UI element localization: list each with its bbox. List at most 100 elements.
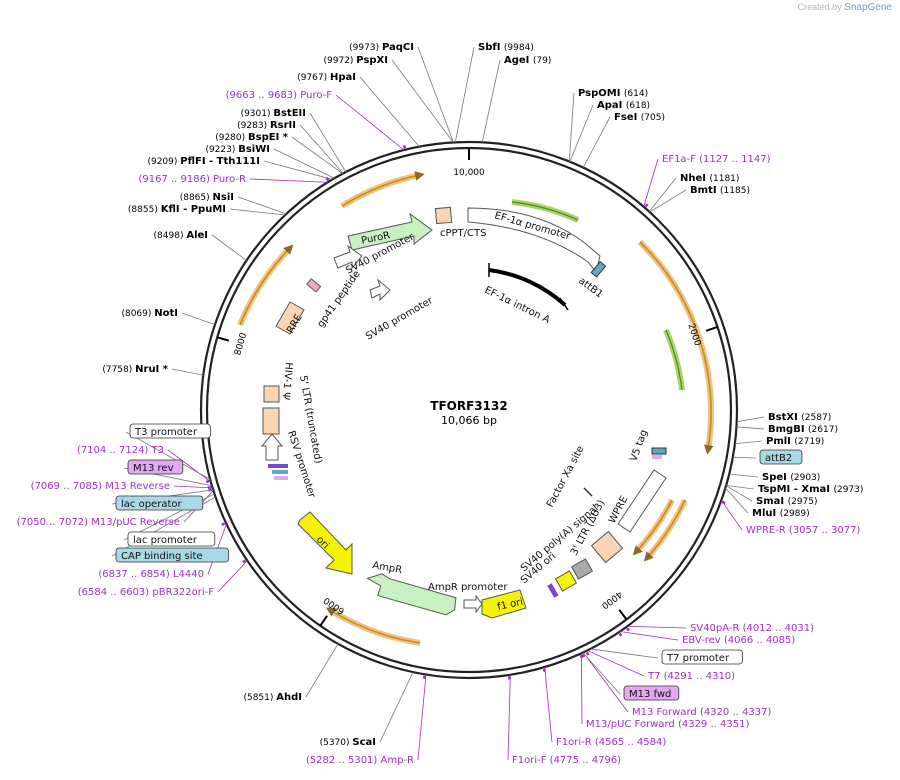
primer-label: M13/pUC Forward (4329 .. 4351) — [586, 719, 749, 730]
feature-label: gp41 peptide — [315, 269, 362, 330]
enzyme-label: ApaI (618) — [597, 100, 650, 111]
tick-mark — [319, 615, 328, 627]
enzyme-leader — [305, 643, 339, 698]
feature-shapes — [260, 206, 667, 619]
enzyme-leader — [309, 112, 347, 173]
primer-label: WPRE-R (3057 .. 3077) — [746, 525, 860, 536]
boxed-label: T3 promoter — [134, 427, 198, 438]
boxed-label: attB2 — [765, 453, 792, 464]
enzyme-leader — [726, 484, 755, 490]
enzyme-leader — [569, 104, 594, 162]
boxed-label-frame — [661, 649, 743, 665]
feature-label: V5 tag — [628, 428, 650, 463]
enzyme-label: (9973) PaqCI — [349, 42, 414, 53]
boxed-label: CAP binding site — [121, 551, 203, 562]
feature-label: AmpR promoter — [428, 582, 508, 593]
enzyme-leader — [379, 671, 414, 743]
primer-label: F1ori-F (4775 .. 4796) — [512, 755, 621, 766]
primer-binding-mark — [618, 632, 623, 637]
enzyme-leader — [273, 148, 335, 179]
primer-leader — [173, 485, 213, 489]
primer-leader — [643, 158, 659, 207]
primer-leader — [544, 667, 553, 743]
enzyme-label: (5851) AhdI — [243, 692, 302, 703]
primer-binding-mark — [242, 559, 247, 564]
enzyme-label: (8498) AleI — [154, 230, 208, 241]
enzyme-leader — [725, 487, 749, 514]
primer-label: F1ori-R (4565 .. 4584) — [556, 737, 666, 748]
enzyme-leader — [734, 440, 763, 445]
enzyme-label: (9209) PflFI - Tth111I — [147, 156, 260, 167]
primer-label: (6584 .. 6603) pBR322ori-F — [78, 587, 214, 598]
enzyme-leader — [229, 208, 286, 216]
boxed-label-frame — [127, 531, 216, 547]
boxed-label-frame — [115, 495, 204, 511]
primer-leader — [580, 653, 583, 725]
primer-binding-mark — [205, 479, 210, 484]
boxed-label: M13 fwd — [629, 689, 671, 700]
enzyme-leader — [649, 189, 687, 213]
snapgene-credit: Created by SnapGene — [798, 2, 892, 13]
enzyme-leader — [568, 92, 575, 162]
enzyme-leader — [736, 426, 765, 430]
primer-leader — [627, 625, 687, 629]
boxed-label: M13 rev — [133, 463, 174, 474]
feature-label: HIV-1 Ψ — [280, 362, 294, 401]
feature-label: cPPT/CTS — [440, 228, 486, 239]
enzyme-leader — [171, 368, 204, 376]
primer-leader — [619, 631, 679, 641]
enzyme-leader — [263, 160, 333, 180]
primer-leader — [507, 674, 511, 761]
primer-label: T7 (4291 .. 4310) — [647, 671, 735, 682]
enzyme-leader — [299, 124, 344, 174]
enzyme-leader — [454, 46, 475, 143]
enzyme-label: (9301) BstEII — [241, 108, 306, 119]
primer-leader — [417, 674, 427, 761]
plasmid-length: 10,066 bp — [441, 414, 497, 427]
primer-binding-mark — [585, 651, 590, 656]
enzyme-leader — [417, 46, 454, 143]
enzyme-label: (9280) BspEI * — [215, 132, 289, 143]
plasmid-name: TFORF3132 — [430, 399, 507, 413]
enzyme-label: (8855) KflI - PpuMI — [128, 204, 226, 215]
primer-label: M13 Forward (4320 .. 4337) — [632, 707, 771, 718]
feature-label: f1 ori — [496, 597, 524, 613]
feature-label: attB1 — [576, 276, 604, 301]
primer-leader — [587, 650, 645, 677]
enzyme-label: SbfI (9984) — [478, 42, 534, 53]
enzyme-label: AgeI (79) — [504, 55, 551, 66]
enzyme-leader — [736, 416, 765, 423]
primer-leader — [582, 652, 629, 713]
enzyme-leader — [481, 59, 501, 143]
enzyme-leader — [582, 116, 611, 168]
tick-label: 4000 — [599, 589, 624, 611]
primer-leader — [721, 500, 743, 531]
credit-prefix: Created by — [797, 2, 842, 12]
primer-binding-mark — [402, 145, 407, 149]
boxed-label-frame — [115, 547, 229, 563]
boxed-label-frame — [759, 449, 803, 465]
tick-mark — [705, 326, 718, 332]
snapgene-logo: SnapGene — [844, 2, 892, 13]
enzyme-leader — [729, 473, 759, 478]
primer-label: (7069 .. 7085) M13 Reverse — [31, 481, 170, 492]
enzyme-leader — [211, 234, 247, 261]
boxed-label: T7 promoter — [666, 653, 730, 664]
primer-label: EBV-rev (4066 .. 4085) — [682, 635, 795, 646]
enzyme-leader — [237, 196, 287, 215]
enzyme-label: (8865) NsiI — [180, 192, 234, 203]
primer-label: (7104 .. 7124) T3 — [77, 445, 164, 456]
primer-binding-mark — [644, 203, 649, 208]
primer-label: EF1a-F (1127 .. 1147) — [662, 154, 771, 165]
feature-label: AmpR — [371, 560, 402, 576]
enzyme-leader — [391, 59, 454, 143]
enzyme-leader — [359, 76, 420, 147]
primer-label: (7050 .. 7072) M13/pUC Reverse — [17, 517, 180, 528]
enzyme-label: SpeI (2903) — [762, 472, 820, 483]
boxed-label: lac operator — [121, 499, 182, 510]
enzyme-label: FseI (705) — [614, 112, 665, 123]
box-leader — [732, 456, 757, 459]
enzyme-label: TspMI - XmaI (2973) — [758, 484, 863, 495]
